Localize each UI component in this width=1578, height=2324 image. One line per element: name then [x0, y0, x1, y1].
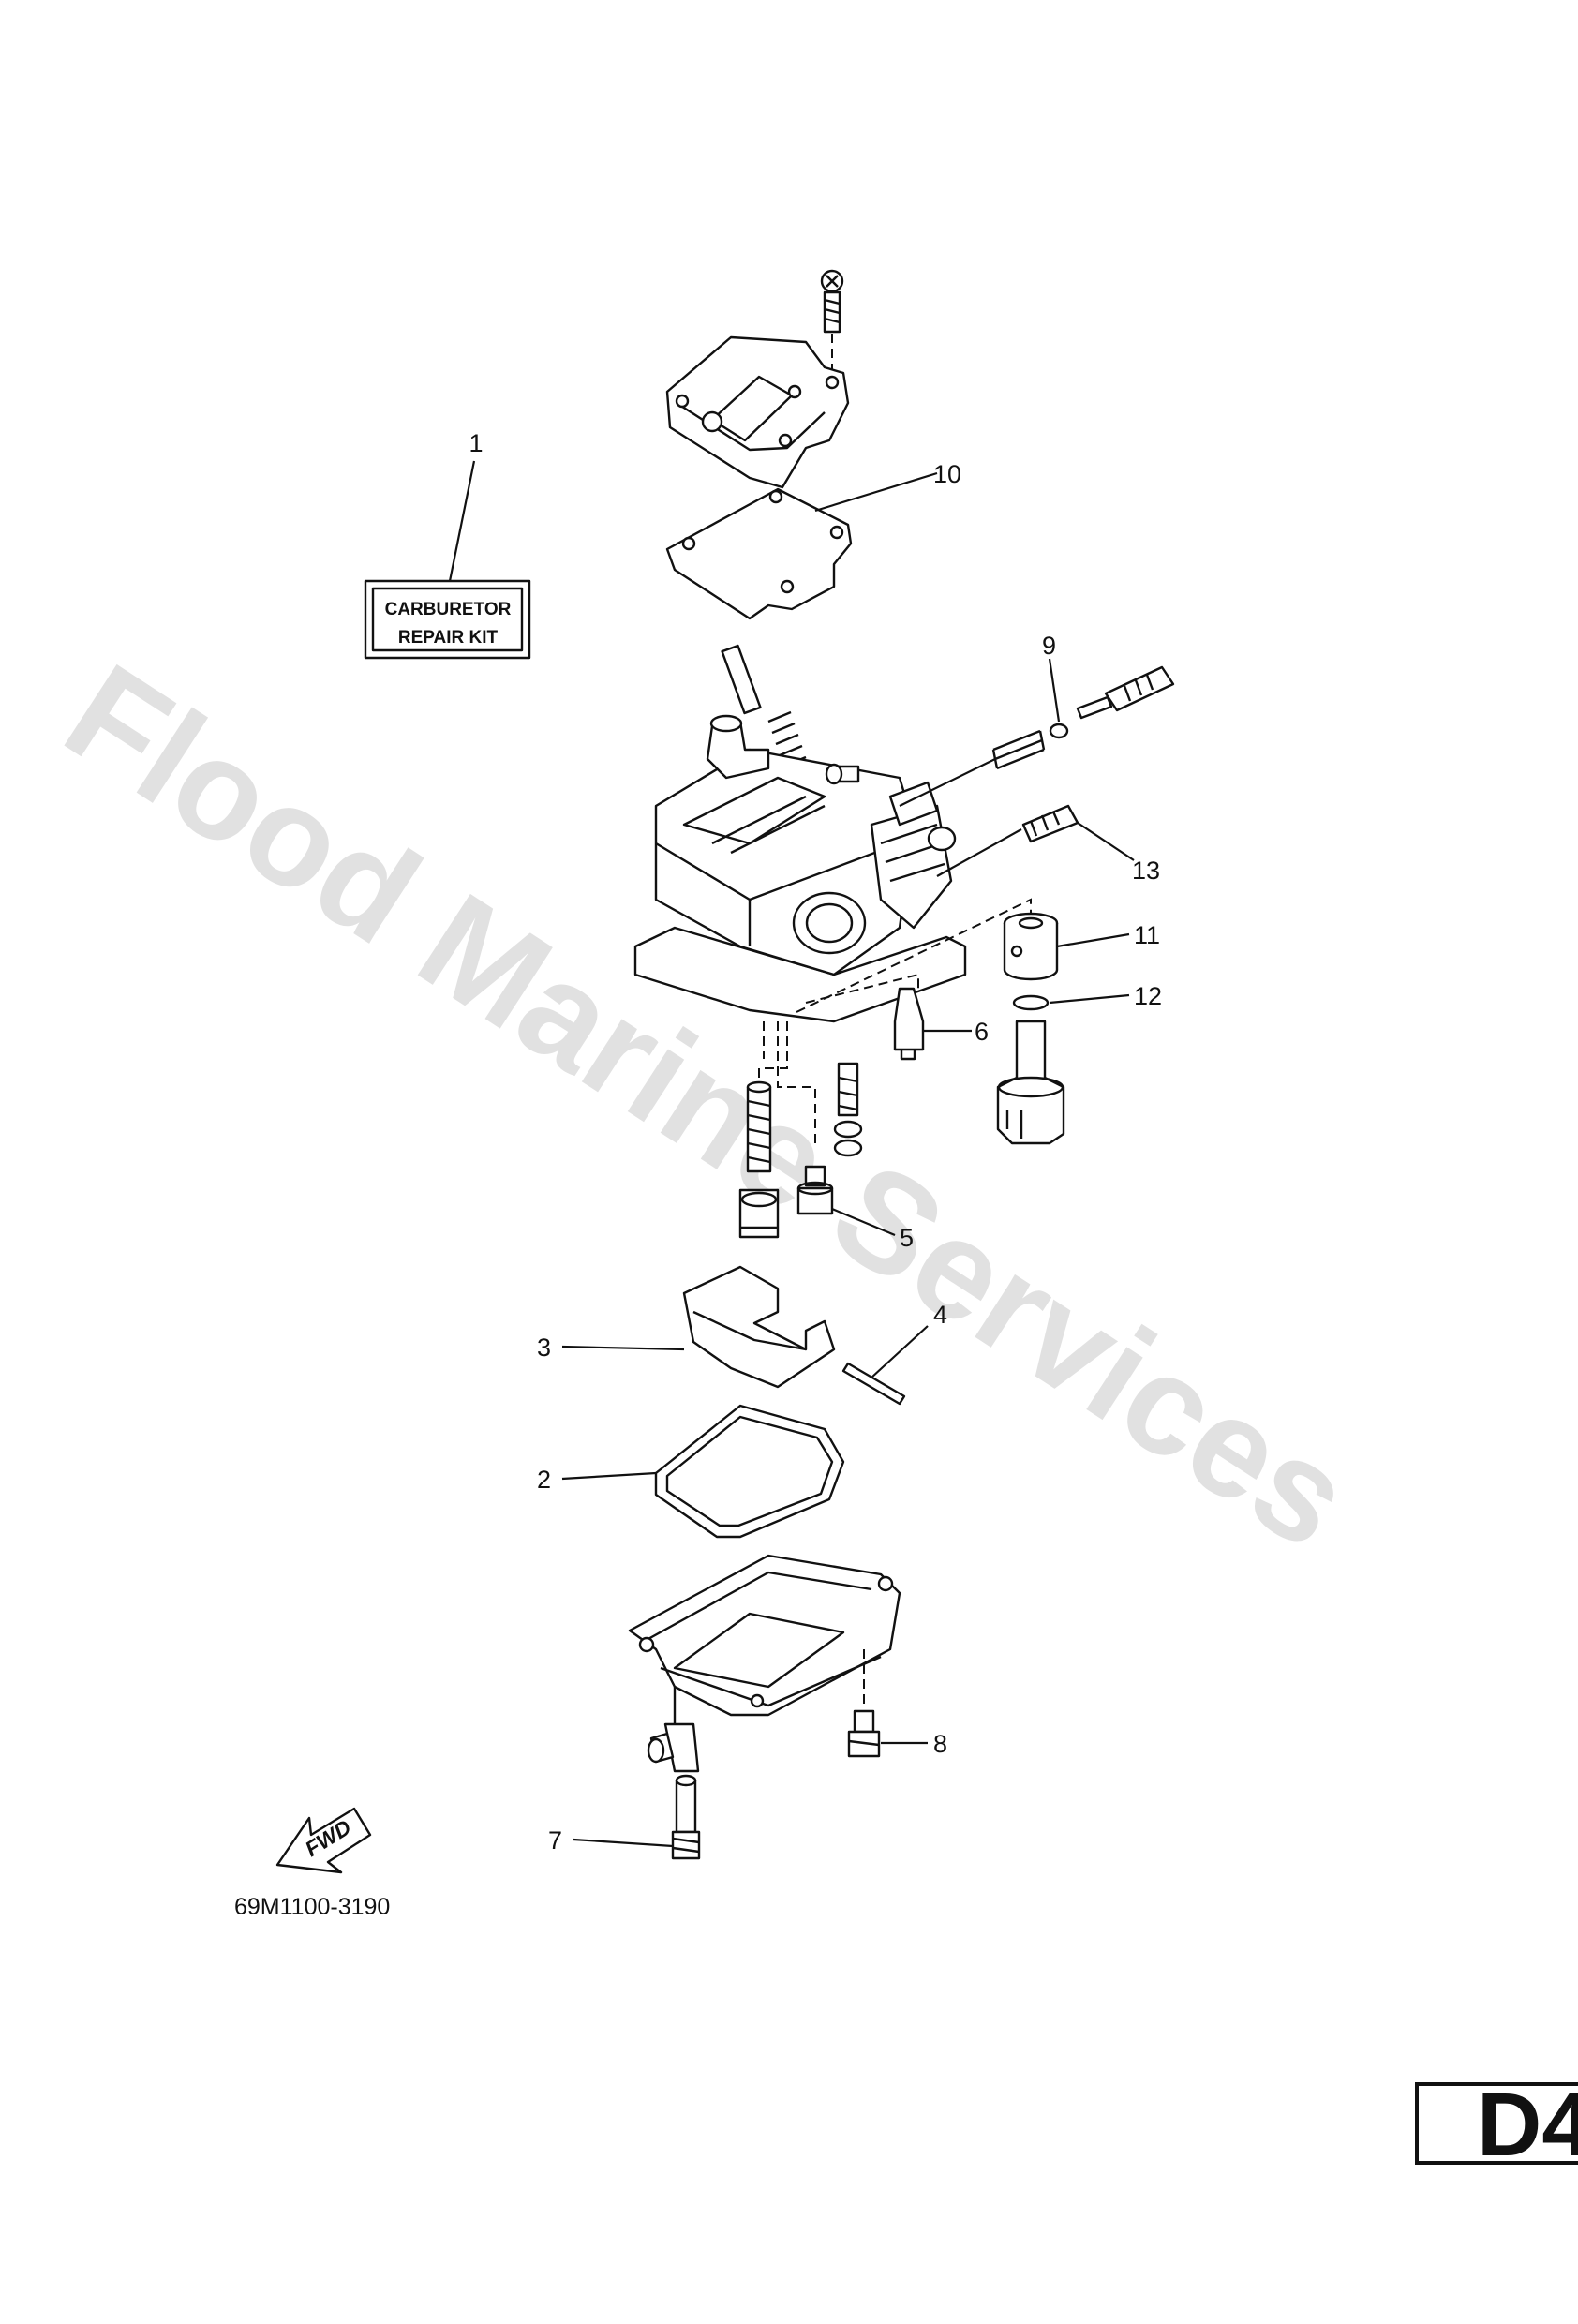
part-2-gasket: [654, 1404, 845, 1539]
callout-3: 3: [537, 1333, 551, 1362]
page-code: D4: [1477, 2075, 1578, 2175]
part-8-screw: [847, 1649, 881, 1758]
part-pilot-screw: [899, 665, 1175, 807]
diagram-part-number: 69M1100-3190: [234, 1894, 390, 1920]
callout-11: 11: [1134, 921, 1160, 949]
callout-1: 1: [469, 429, 483, 457]
callout-13: 13: [1132, 857, 1160, 885]
part-7-drain-screw: [671, 1774, 701, 1860]
kit-label-line1: CARBURETOR: [385, 600, 512, 619]
part-13-jet: [936, 804, 1079, 877]
part-cover-top: [665, 269, 850, 489]
part-5-screw: [796, 1165, 834, 1215]
callout-2: 2: [537, 1466, 551, 1494]
callout-6: 6: [975, 1018, 989, 1046]
part-4-pin: [841, 1362, 906, 1406]
callout-10: 10: [933, 460, 961, 488]
fwd-arrow-icon: FWD: [275, 1807, 372, 1874]
callout-12: 12: [1134, 982, 1162, 1010]
part-12-oring: [1012, 994, 1050, 1011]
callout-4: 4: [933, 1301, 947, 1329]
kit-label-line2: REPAIR KIT: [398, 628, 499, 648]
part-carburetor-body: [633, 644, 967, 1023]
callout-5: 5: [900, 1224, 914, 1252]
callout-8: 8: [933, 1730, 947, 1758]
part-float-bowl: [628, 1554, 901, 1773]
part-pilot-jet: [833, 1062, 863, 1157]
part-starter-plunger: [996, 1020, 1065, 1145]
page-code-box: D4: [1415, 2075, 1578, 2175]
part-6-needle: [893, 987, 925, 1061]
callout-9: 9: [1042, 632, 1056, 660]
part-repair-kit-label: CARBURETOR REPAIR KIT: [364, 579, 531, 660]
part-11-collar: [1003, 912, 1059, 981]
callout-7: 7: [548, 1826, 562, 1855]
part-emulsion-tube: [738, 1080, 780, 1239]
part-3-float: [682, 1265, 836, 1389]
callout-numbers: 1 10 9 13 11 12 6 5 4 3 2 8 7: [469, 429, 1162, 1855]
part-gasket-10: [665, 487, 853, 620]
leader-lines: [448, 460, 1135, 1848]
